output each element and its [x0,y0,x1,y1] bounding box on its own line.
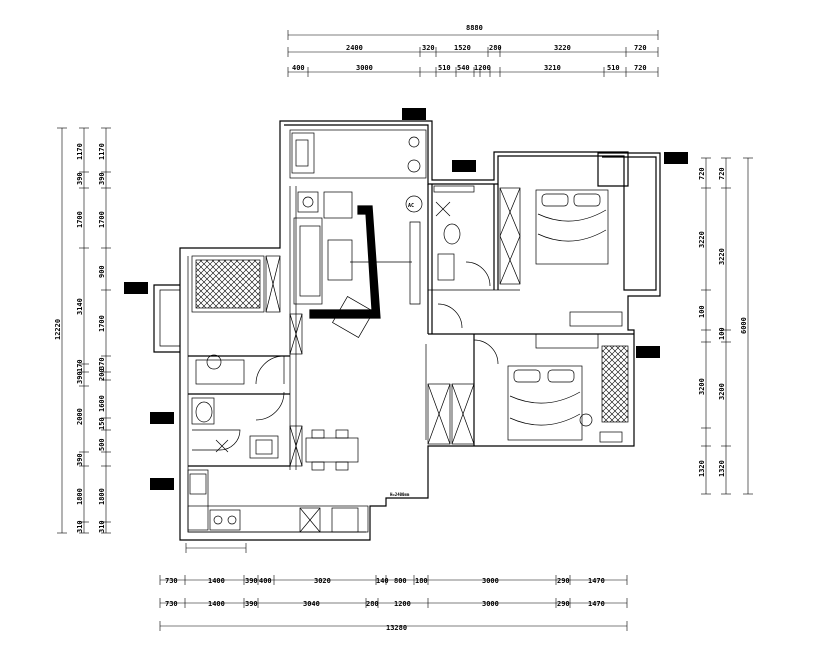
bottom-dim-1-10: 290 [557,577,570,585]
top-dim-1-6: 720 [634,44,647,52]
dining-area: H=2400mm [289,425,410,497]
left-inner-1: 1170 [98,143,106,160]
left-outer-6: 390 [76,371,84,384]
left-outer-3: 1700 [76,211,84,228]
master-bathroom [433,185,491,329]
note-code: H=2400mm [390,492,410,497]
right-dimensions: 720 3220 100 3200 1320 720 3220 100 3200… [698,157,753,495]
left-inner-7: 200 [98,368,106,381]
left-inner-3: 1700 [98,211,106,228]
left-inner-9: 150 [98,417,106,430]
left-inner-8: 1600 [98,395,106,412]
right-inner-5: 1320 [718,460,726,477]
top-dimensions: 8880 2400 320 1520 280 3220 720 400 3000… [287,24,659,77]
left-inner-10: 500 [98,438,106,451]
right-inner-1: 720 [718,167,726,180]
bottom-dim-2-9: 1470 [588,600,605,608]
living-room: AC [289,186,423,470]
left-outer-9: 1800 [76,488,84,505]
bottom-dim-1-7: 800 [394,577,407,585]
kitchen [185,469,369,553]
bottom-dim-1-11: 1470 [588,577,605,585]
bottom-dim-2-3: 390 [245,600,258,608]
bottom-dim-1-3: 390 [245,577,258,585]
top-dim-2-2: 3000 [356,64,373,72]
left-inner-12: 310 [98,520,106,533]
bottom-dim-2-7: 3000 [482,600,499,608]
master-bedroom [473,187,623,365]
left-inner-6: 370 [98,357,106,370]
second-bedroom [427,333,629,445]
right-total-dim: 6000 [740,317,748,334]
bottom-dim-1-8: 180 [415,577,428,585]
left-outer-5: 170 [76,359,84,372]
left-inner-11: 1800 [98,488,106,505]
top-total-dim: 8880 [466,24,483,32]
bottom-dim-1-1: 730 [165,577,178,585]
top-dim-1-2: 320 [422,44,435,52]
right-outer-1: 720 [698,167,706,180]
bottom-dim-2-5: 280 [366,600,379,608]
ac-label: AC [408,203,414,209]
bottom-dim-1-4: 400 [259,577,272,585]
bottom-dimensions: 730 1400 390 400 3020 140 800 180 3000 2… [159,575,628,632]
outer-walls [153,120,661,541]
top-dim-2-4: 540 [457,64,470,72]
left-outer-8: 390 [76,453,84,466]
left-total-dim: 12220 [54,319,62,340]
interior-walls [188,184,634,467]
bottom-dim-1-6: 140 [376,577,389,585]
right-inner-4: 3200 [718,383,726,400]
study-room [191,255,303,385]
bottom-dim-2-2: 1400 [208,600,225,608]
bottom-dim-1-5: 3020 [314,577,331,585]
bottom-dim-1-2: 1400 [208,577,225,585]
right-inner-2: 3220 [718,248,726,265]
right-outer-5: 1320 [698,460,706,477]
bathroom [191,354,285,459]
left-outer-1: 1170 [76,143,84,160]
left-outer-7: 2000 [76,408,84,425]
bottom-dim-1-9: 3000 [482,577,499,585]
top-dim-2-6: 3210 [544,64,561,72]
top-dim-1-1: 2400 [346,44,363,52]
bottom-dim-2-8: 290 [557,600,570,608]
bottom-dim-2-4: 3040 [303,600,320,608]
left-outer-4: 3140 [76,298,84,315]
top-dim-2-8: 720 [634,64,647,72]
top-dim-1-5: 3220 [554,44,571,52]
top-dim-2-1: 400 [292,64,305,72]
right-outer-2: 3220 [698,231,706,248]
left-outer-2: 390 [76,172,84,185]
callout-tags [124,108,688,490]
left-dimensions: 12220 1170 390 1700 3140 170 390 2000 39… [54,127,111,534]
top-dim-2-3: 510 [438,64,451,72]
right-outer-4: 3200 [698,378,706,395]
top-dim-1-3: 1520 [454,44,471,52]
top-dim-2-5: 1200 [474,64,491,72]
top-dim-1-4: 280 [489,44,502,52]
bottom-total-dim: 13280 [386,624,407,632]
right-inner-3: 100 [718,327,726,340]
left-outer-10: 310 [76,520,84,533]
bottom-dim-2-6: 1200 [394,600,411,608]
left-inner-5: 1700 [98,315,106,332]
top-balcony [289,129,427,179]
bottom-dim-2-1: 730 [165,600,178,608]
left-inner-2: 390 [98,172,106,185]
right-outer-3: 100 [698,305,706,318]
top-dim-2-7: 510 [607,64,620,72]
left-inner-4: 900 [98,265,106,278]
